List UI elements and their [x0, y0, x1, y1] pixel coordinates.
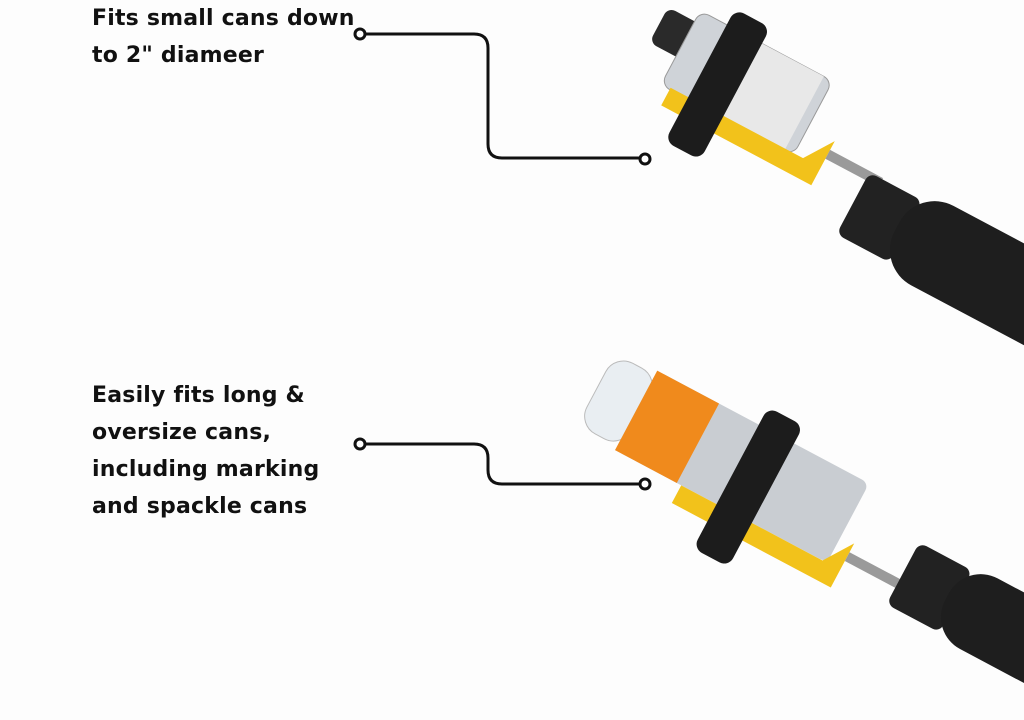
callout-small-cans: Fits small cans down to 2" diameer: [92, 0, 355, 74]
reciprocating-saw-bottom: [889, 545, 1024, 714]
callout-long-cans: Easily fits long & oversize cans, includ…: [92, 377, 319, 525]
leader-line-bottom: [353, 437, 652, 491]
leader-line-top: [353, 27, 652, 166]
callout-line: Fits small cans down: [92, 6, 355, 31]
product-small-can: [652, 9, 1024, 356]
callout-line: including marking: [92, 457, 320, 482]
callout-line: oversize cans,: [92, 420, 272, 445]
reciprocating-saw-top: [839, 175, 1024, 356]
callout-line: Easily fits long &: [92, 383, 305, 408]
callout-line: and spackle cans: [92, 494, 308, 519]
callout-line: to 2" diameer: [92, 43, 265, 68]
product-long-can: [584, 360, 1024, 714]
